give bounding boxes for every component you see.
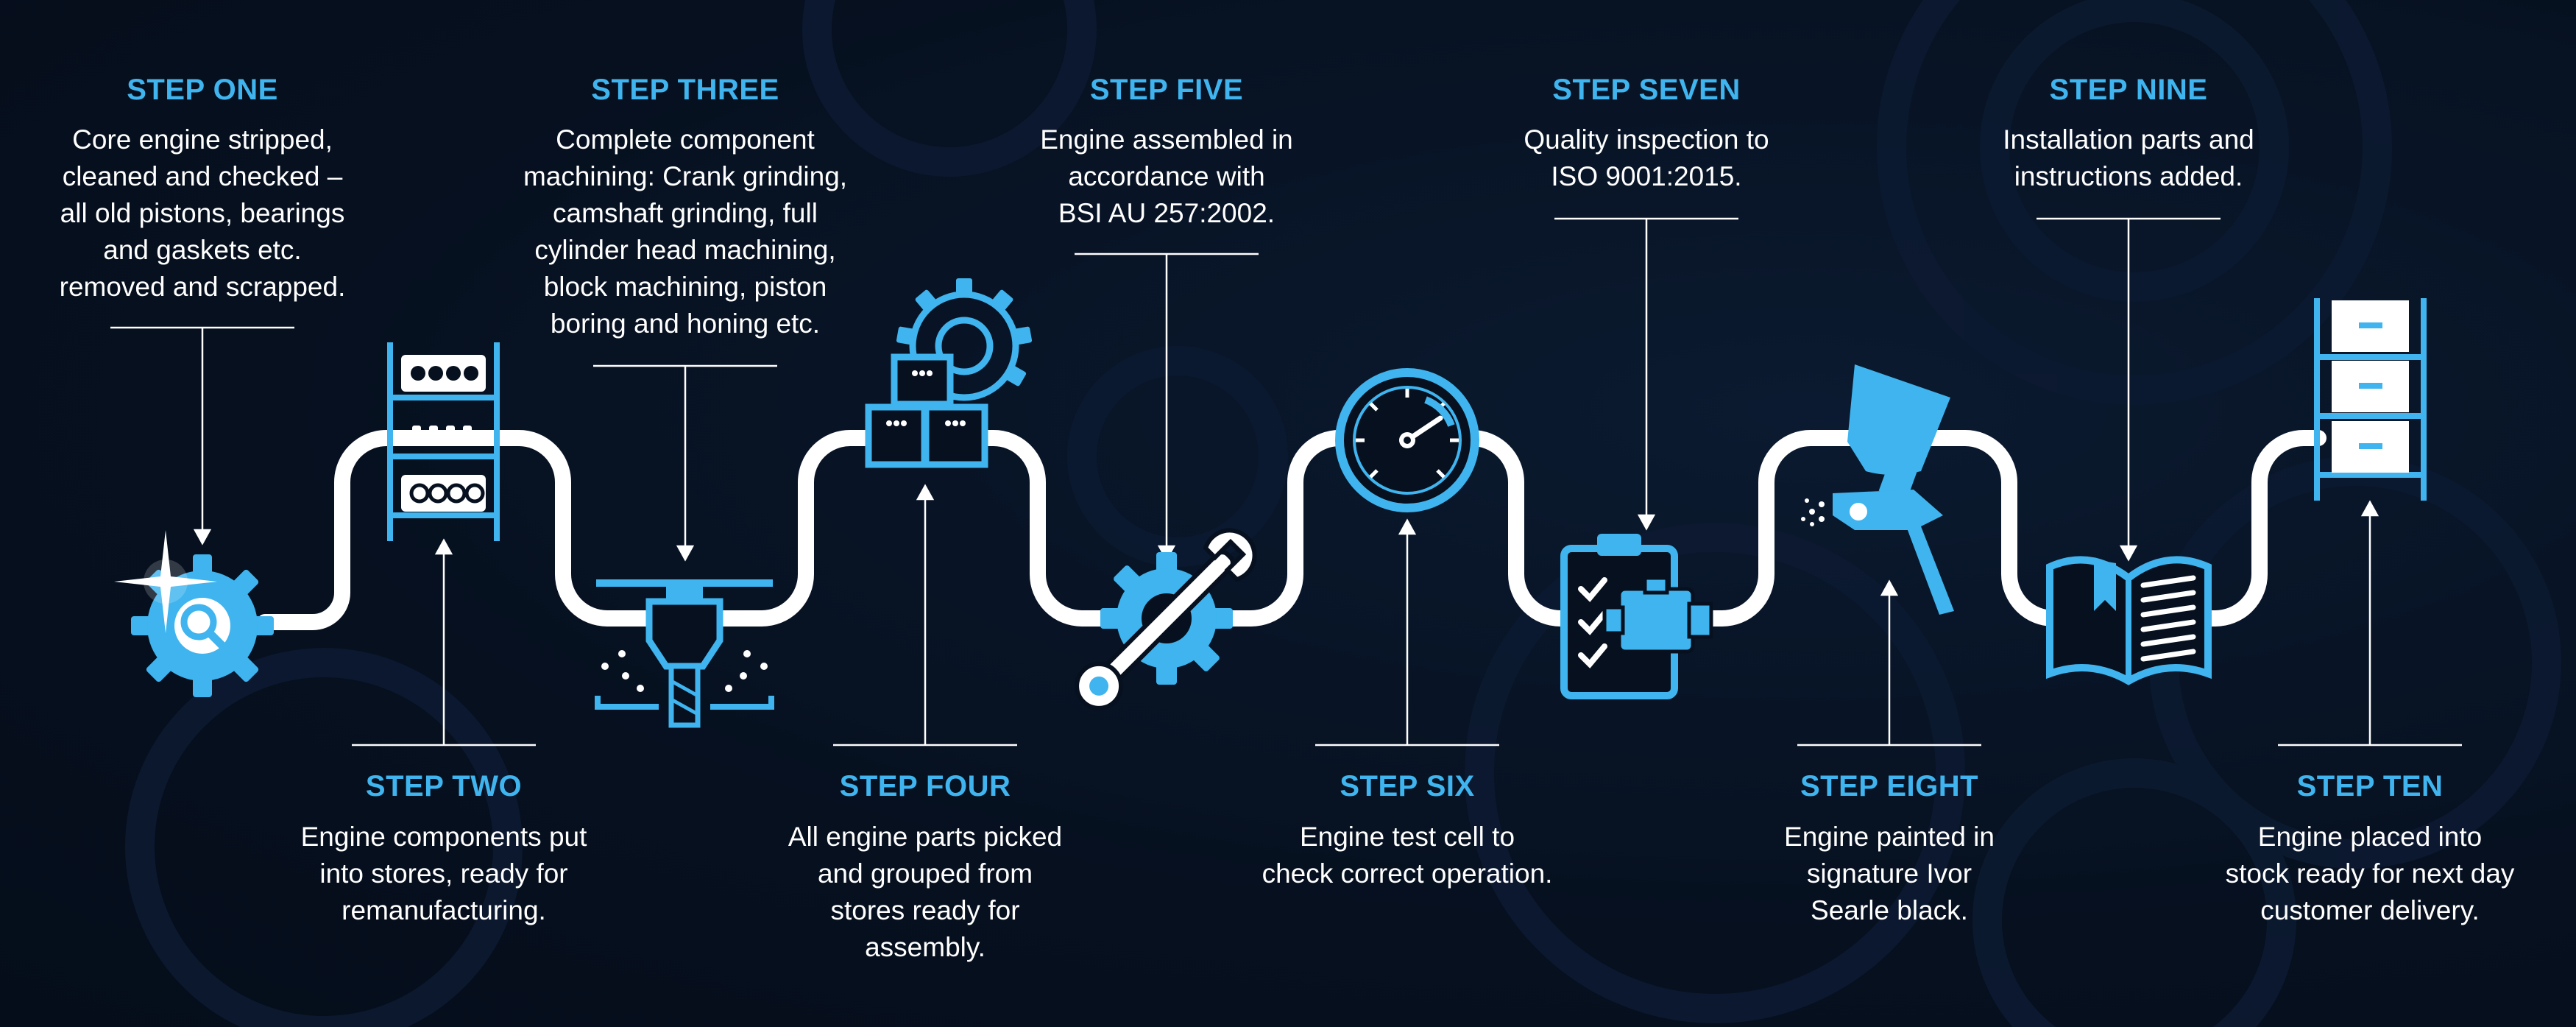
connector-lines (110, 217, 2462, 747)
step-ten-title: STEP TEN (2296, 770, 2444, 802)
step-eight-description: Engine painted in signature Ivor Searle … (1784, 822, 1995, 925)
step-six-title: STEP SIX (1340, 770, 1475, 802)
step-two-title: STEP TWO (365, 770, 523, 802)
step-four-title: STEP FOUR (839, 770, 1011, 802)
step-six-description: Engine test cell to check correct operat… (1262, 822, 1553, 889)
speedometer-icon (1335, 368, 1479, 512)
wrench-gear-icon (1075, 528, 1257, 710)
stock-shelf-icon (2314, 298, 2427, 501)
step-four-description: All engine parts picked and grouped from… (788, 822, 1063, 962)
step-five-description: Engine assembled in accordance with BSI … (1040, 124, 1293, 228)
step-one-title: STEP ONE (127, 74, 278, 106)
step-three-title: STEP THREE (591, 74, 779, 106)
open-book-icon (2046, 556, 2212, 685)
step-nine-title: STEP NINE (2049, 74, 2208, 106)
drill-press-icon (595, 579, 774, 728)
step-five-title: STEP FIVE (1089, 74, 1244, 106)
boxes-gear-icon (865, 278, 1033, 468)
step-eight-title: STEP EIGHT (1800, 770, 1979, 802)
parts-rack-icon (387, 342, 500, 541)
step-ten-description: Engine placed into stock ready for next … (2225, 822, 2515, 925)
gear-search-sparkle-icon (114, 530, 274, 697)
step-one-description: Core engine stripped, cleaned and checke… (59, 124, 346, 302)
step-seven-description: Quality inspection to ISO 9001:2015. (1524, 124, 1769, 191)
step-seven-title: STEP SEVEN (1552, 74, 1741, 106)
spray-gun-icon (1801, 364, 1954, 615)
checklist-engine-icon (1560, 534, 1713, 699)
step-nine-description: Installation parts and instructions adde… (2003, 124, 2254, 191)
process-track (257, 430, 2326, 630)
step-three-description: Complete component machining: Crank grin… (523, 124, 848, 339)
step-two-description: Engine components put into stores, ready… (300, 822, 587, 925)
